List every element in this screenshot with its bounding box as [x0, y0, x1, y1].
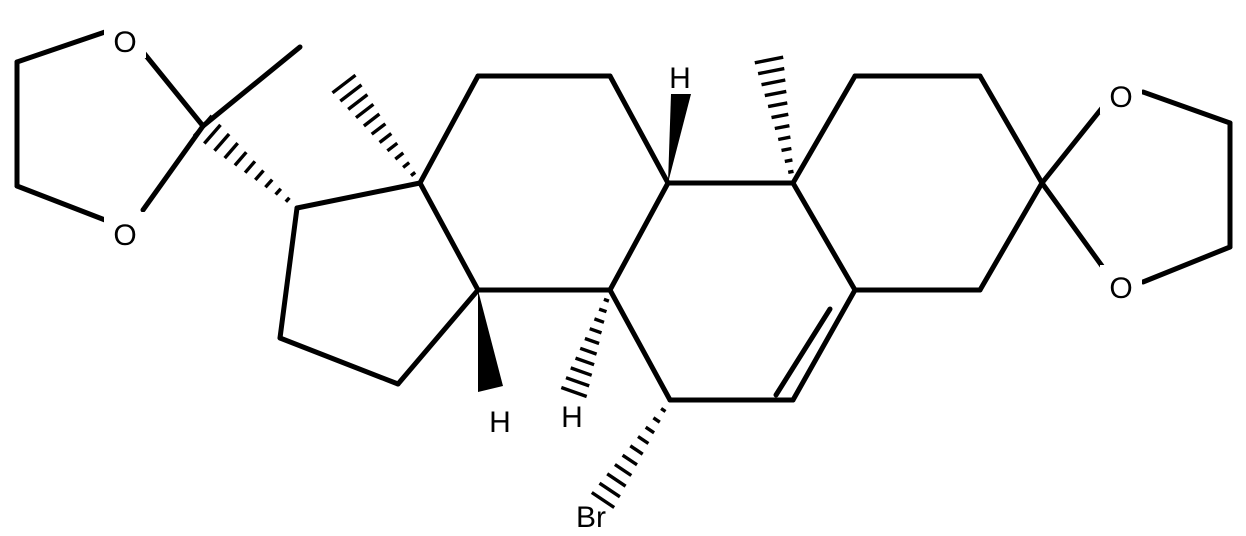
bond-lines — [14, 29, 1233, 403]
atom-labels: O O O O H H H Br — [104, 18, 1142, 534]
hashed-bonds — [192, 55, 794, 509]
oxygen-label-1: O — [113, 26, 136, 59]
hydrogen-label-c9: H — [561, 401, 583, 434]
hydrogen-label-c14: H — [489, 406, 511, 439]
hash-bond-c9-h — [560, 297, 610, 399]
wedge-bonds — [478, 94, 691, 392]
bromine-label: Br — [576, 501, 606, 534]
hash-bond-c13-methyl — [331, 73, 417, 177]
hydrogen-label-c8: H — [669, 62, 691, 95]
hash-bond-c17-ketal — [192, 114, 291, 203]
oxygen-label-3: O — [1109, 81, 1132, 114]
oxygen-label-2: O — [113, 219, 136, 252]
oxygen-label-4: O — [1109, 272, 1132, 305]
hash-bond-c10-methyl — [754, 55, 794, 174]
hash-bond-c7-br — [590, 407, 667, 509]
